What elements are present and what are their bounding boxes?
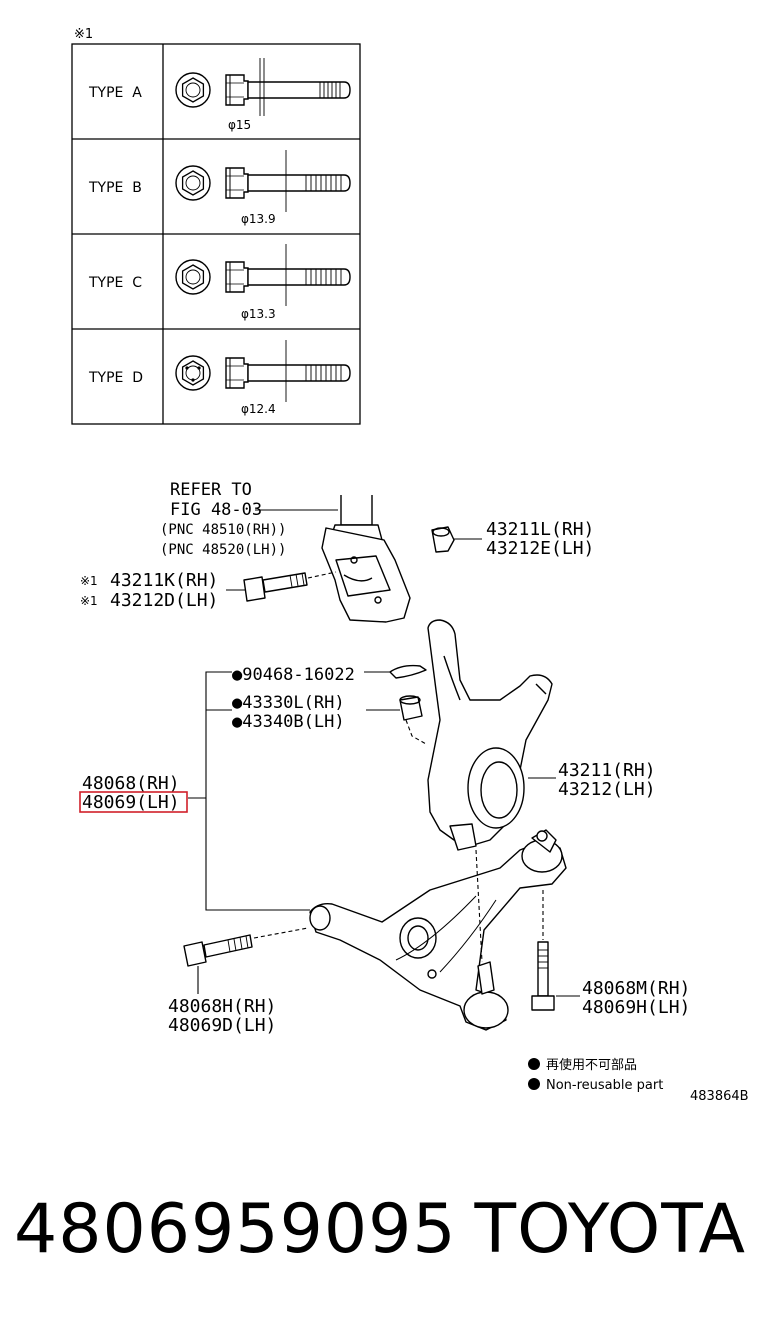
- type-d-label: TYPE D: [88, 370, 143, 386]
- type-b-diameter: φ13.9: [241, 212, 276, 226]
- cotter-pin-label: ●90468-16022: [232, 665, 355, 685]
- footer-brand: TOYOTA: [474, 1190, 746, 1269]
- type-a-diameter: φ15: [228, 118, 251, 132]
- type-d-diameter: φ12.4: [241, 402, 276, 416]
- knuckle-rh-label: 43211(RH): [558, 760, 656, 781]
- knuckle-lh-label: 43212(LH): [558, 779, 656, 800]
- callout-labels: REFER TO FIG 48-03 (PNC 48510(RH)) (PNC …: [79, 480, 690, 1036]
- type-a-label: TYPE A: [88, 85, 142, 101]
- strut-bracket-drawing: [321, 495, 411, 623]
- castle-nut-lh-label: ●43340B(LH): [232, 712, 345, 732]
- bolt-head-icon: [175, 165, 211, 201]
- front-bolt-lh-label: 48069D(LH): [168, 1015, 276, 1036]
- pnc-rh-label: (PNC 48510(RH)): [160, 522, 286, 538]
- strut-nut-rh-label: 43211L(RH): [486, 519, 594, 540]
- bolt-type-table: ※1 TYPE A φ15 TYPE B: [71, 27, 361, 425]
- strut-nut-drawing: [431, 526, 455, 553]
- rear-bolt-lh-label: 48069H(LH): [582, 997, 690, 1018]
- selected-part-highlight: [79, 791, 188, 813]
- table-row-type-a: TYPE A φ15: [88, 58, 351, 132]
- strut-nut-lh-label: 43212E(LH): [486, 538, 594, 559]
- pnc-lh-label: (PNC 48520(LH)): [160, 542, 286, 558]
- refer-to-label: REFER TO: [170, 480, 252, 500]
- table-row-type-d: TYPE D φ12.4: [88, 340, 351, 416]
- legend: 再使用不可部品 Non-reusable part 483864B: [528, 1057, 749, 1104]
- bolt-note-mark-lh: ※1: [80, 594, 98, 608]
- castle-nut-drawing: [399, 695, 423, 721]
- leader-lines: [188, 509, 580, 997]
- lower-control-arm-drawing: [309, 829, 567, 1031]
- type-c-label: TYPE C: [88, 275, 142, 291]
- bolt-note-mark-rh: ※1: [80, 574, 98, 588]
- bolt-side-icon: [225, 74, 351, 106]
- control-arm-rh-label: 48068(RH): [82, 773, 180, 794]
- figure-id: 483864B: [690, 1089, 749, 1104]
- strut-bolt-drawing: [243, 572, 308, 602]
- non-reusable-dot-icon: [528, 1058, 540, 1070]
- type-c-diameter: φ13.3: [241, 307, 276, 321]
- steering-knuckle-drawing: [427, 619, 553, 851]
- exploded-view: [183, 495, 567, 1031]
- strut-bolt-lh-label: 43212D(LH): [110, 590, 218, 611]
- bolt-head-icon: [175, 259, 211, 295]
- table-note-mark: ※1: [74, 27, 93, 42]
- front-bolt-rh-label: 48068H(RH): [168, 996, 276, 1017]
- bolt-head-icon: [175, 355, 211, 391]
- rear-bolt-rh-label: 48068M(RH): [582, 978, 690, 999]
- table-row-type-c: TYPE C φ13.3: [88, 244, 351, 321]
- bolt-head-icon: [175, 72, 211, 108]
- control-arm-lh-label: 48069(LH): [82, 792, 180, 813]
- footer-part-number: 4806959095: [14, 1190, 457, 1269]
- type-b-label: TYPE B: [88, 180, 142, 196]
- refer-fig-label: FIG 48-03: [170, 500, 262, 520]
- legend-japanese: 再使用不可部品: [546, 1057, 637, 1073]
- footer: 4806959095 TOYOTA: [0, 1190, 760, 1280]
- legend-english: Non-reusable part: [546, 1078, 663, 1093]
- non-reusable-dot-icon: [528, 1078, 540, 1090]
- strut-bolt-rh-label: 43211K(RH): [110, 570, 218, 591]
- front-arm-bolt-drawing: [183, 934, 253, 967]
- table-row-type-b: TYPE B φ13.9: [88, 150, 351, 226]
- castle-nut-rh-label: ●43330L(RH): [232, 693, 345, 713]
- cotter-pin-drawing: [389, 664, 427, 679]
- rear-arm-bolt-drawing: [531, 941, 555, 1011]
